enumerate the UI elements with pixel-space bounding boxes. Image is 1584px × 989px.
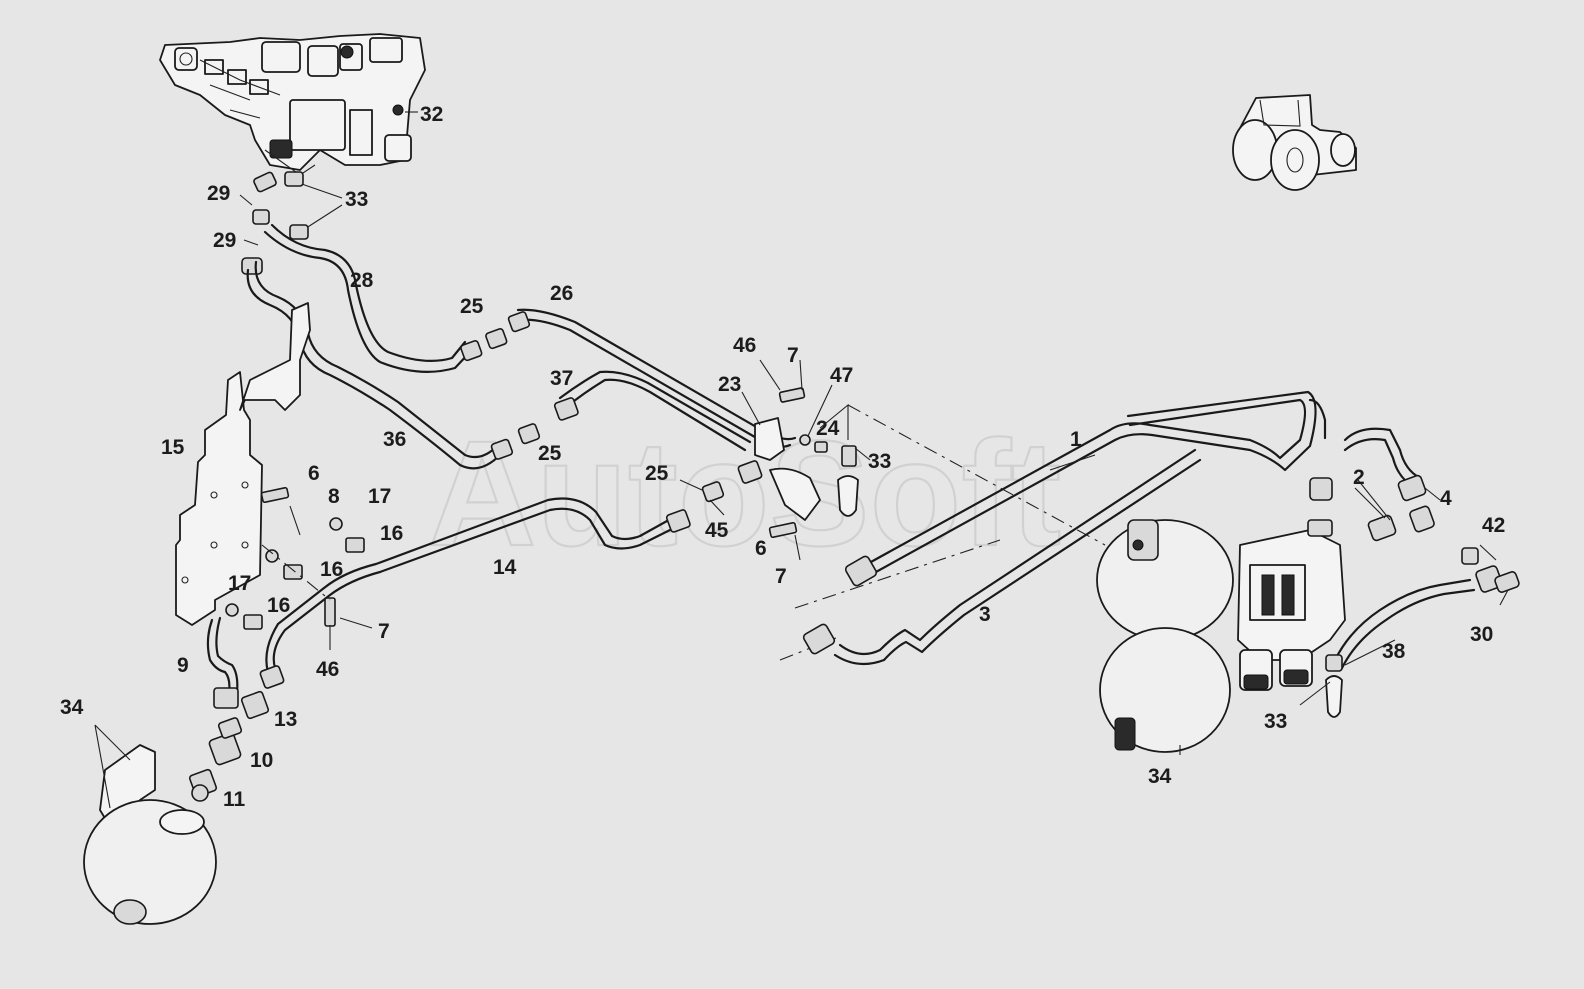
label-24: 24 bbox=[816, 417, 840, 440]
label-26: 26 bbox=[550, 282, 573, 305]
part-labels: 32 33 29 29 28 25 26 46 7 47 37 23 24 33… bbox=[60, 103, 1505, 811]
label-7-lower: 7 bbox=[378, 620, 390, 643]
label-6-left: 6 bbox=[308, 462, 320, 485]
label-16-upper: 16 bbox=[380, 522, 403, 545]
label-29-lower: 29 bbox=[213, 229, 236, 252]
label-2: 2 bbox=[1353, 466, 1365, 489]
label-25-middle: 25 bbox=[538, 442, 562, 465]
label-25-center: 25 bbox=[645, 462, 669, 485]
accumulator-left bbox=[83, 724, 217, 925]
label-34-left: 34 bbox=[60, 696, 84, 719]
label-25-top: 25 bbox=[460, 295, 484, 318]
label-8: 8 bbox=[328, 485, 340, 508]
label-33-top: 33 bbox=[345, 188, 368, 211]
label-10: 10 bbox=[250, 749, 273, 772]
label-34-right: 34 bbox=[1148, 765, 1172, 788]
label-9: 9 bbox=[177, 654, 189, 677]
label-3: 3 bbox=[979, 603, 991, 626]
tube-lines bbox=[206, 223, 1476, 702]
right-valve-assembly bbox=[1096, 474, 1520, 753]
label-47: 47 bbox=[830, 364, 853, 387]
label-45: 45 bbox=[705, 519, 729, 542]
valve-block-drawing bbox=[159, 33, 426, 176]
label-7-top: 7 bbox=[787, 344, 799, 367]
tractor-thumbnail bbox=[1232, 94, 1357, 191]
label-13: 13 bbox=[274, 708, 297, 731]
label-37: 37 bbox=[550, 367, 573, 390]
label-4: 4 bbox=[1440, 487, 1452, 510]
label-32: 32 bbox=[420, 103, 443, 126]
label-15: 15 bbox=[161, 436, 185, 459]
label-17-upper: 17 bbox=[368, 485, 391, 508]
label-16-middle: 16 bbox=[320, 558, 343, 581]
label-29-upper: 29 bbox=[207, 182, 230, 205]
label-38: 38 bbox=[1382, 640, 1406, 663]
mounting-bracket bbox=[175, 302, 311, 626]
label-11: 11 bbox=[223, 788, 246, 811]
label-6-center: 6 bbox=[755, 537, 767, 560]
label-46-lower: 46 bbox=[316, 658, 339, 681]
label-28: 28 bbox=[350, 269, 374, 292]
label-36: 36 bbox=[383, 428, 406, 451]
label-46-top: 46 bbox=[733, 334, 756, 357]
label-16-lower: 16 bbox=[267, 594, 290, 617]
label-23: 23 bbox=[718, 373, 741, 396]
label-33-right: 33 bbox=[1264, 710, 1287, 733]
label-17-lower: 17 bbox=[228, 572, 251, 595]
label-30: 30 bbox=[1470, 623, 1493, 646]
label-1: 1 bbox=[1070, 428, 1082, 451]
label-14: 14 bbox=[493, 556, 517, 579]
label-42: 42 bbox=[1482, 514, 1505, 537]
label-33-center: 33 bbox=[868, 450, 891, 473]
label-7-center: 7 bbox=[775, 565, 787, 588]
